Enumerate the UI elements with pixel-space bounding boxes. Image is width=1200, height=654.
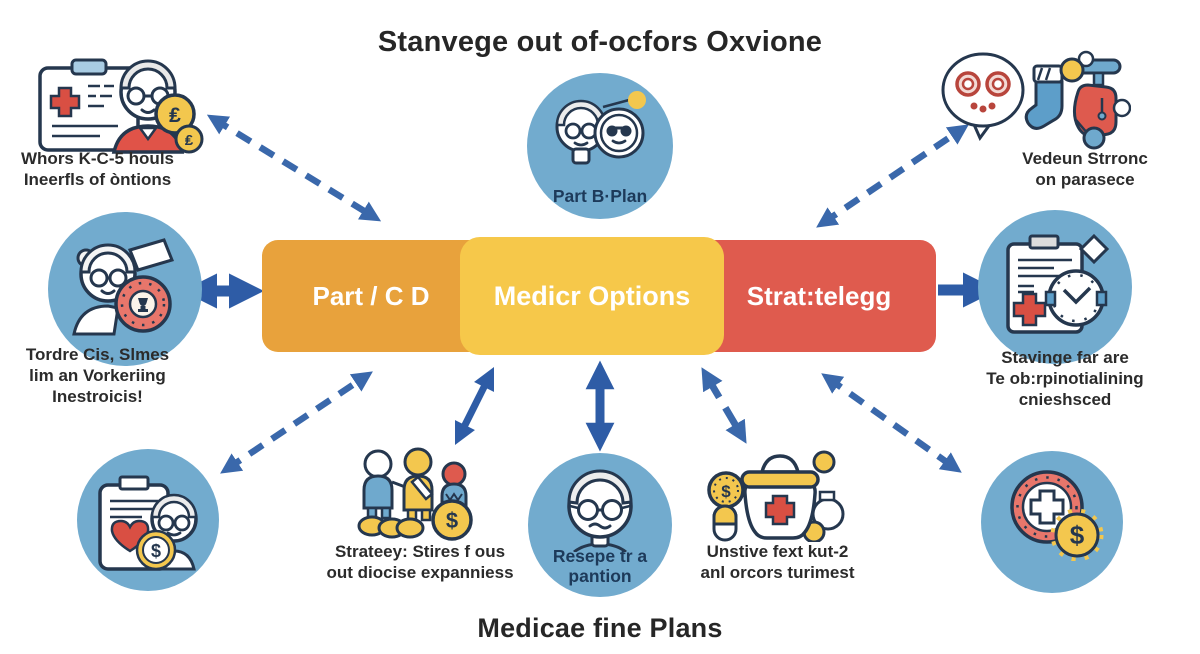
coin-glyph: $ xyxy=(1070,520,1085,550)
footer-title: Medicae fine Plans xyxy=(477,613,723,643)
page-title: Stanvege out of-ocfors Oxvione xyxy=(377,26,823,58)
circle-label-resepe: Resepe tr a pantion xyxy=(552,545,648,587)
node-label-bottom-mid-left: Strateey: Stires f ous out diocise expan… xyxy=(326,542,514,583)
clipboard-clock-icon xyxy=(1006,233,1110,334)
node-circle-bottom-right: $ xyxy=(981,451,1123,593)
family-coins-icon: $ xyxy=(357,447,473,541)
coin-glyph: ₤ xyxy=(169,104,181,127)
node-circle-part-b-plan: Part B·Plan xyxy=(527,73,673,219)
central-plan-bar: Strat:telegg Part / C D Medicr Options xyxy=(262,237,936,355)
coin-glyph: $ xyxy=(446,508,458,533)
arrow-bar-top-left xyxy=(206,114,382,222)
node-circle-bottom-left: $ xyxy=(77,449,219,591)
grandma-badge-icon xyxy=(72,238,175,336)
arrow-bar-medbag xyxy=(701,367,747,444)
medical-badge-dollar-icon: $ xyxy=(1010,470,1104,561)
node-circle-mid-left xyxy=(48,212,202,366)
bar-segment-label: Medicr Options xyxy=(493,280,691,311)
coin-glyph: $ xyxy=(151,541,161,561)
coin-glyph: $ xyxy=(721,482,731,501)
medical-bag-pills-icon: $ xyxy=(707,450,845,542)
arrow-bar-people xyxy=(454,366,495,446)
bar-segment-strattelegg: Strat:telegg xyxy=(702,240,936,352)
senior-man-face-icon xyxy=(567,469,633,552)
doctor-clipboard-coins-icon: ₤ ₤ xyxy=(38,58,204,154)
bar-segment-label: Strat:telegg xyxy=(746,280,892,311)
bar-segment-medicr-options: Medicr Options xyxy=(460,237,724,355)
arrow-bar-bottom-left xyxy=(220,371,373,474)
node-label-bottom-mid-right: Unstive fext kut-2 anl orcors turimest xyxy=(700,542,855,583)
node-label-mid-right: Stavinge far are Te ob:rpinotialining cn… xyxy=(986,348,1144,410)
node-circle-mid-right xyxy=(978,210,1132,364)
circle-label-part-b-plan: Part B·Plan xyxy=(552,186,648,207)
speech-bubble-sock-scooter-icon xyxy=(941,50,1131,150)
node-label-top-right: Vedeun Strronc on parasece xyxy=(1022,149,1148,190)
bar-segment-label: Part / C D xyxy=(312,280,430,311)
node-circle-resepe: Resepe tr a pantion xyxy=(528,453,672,597)
clipboard-heart-coin-icon: $ xyxy=(98,475,198,571)
node-label-mid-left: Tordre Cis, Slmes lim an Vorkeriing Ines… xyxy=(25,345,170,407)
senior-couple-faces-icon xyxy=(555,91,646,165)
node-label-top-left: Whors K-C-5 houls Ineerfls of òntions xyxy=(21,149,174,190)
coin-glyph: ₤ xyxy=(185,132,194,149)
bar-segment-part-cd: Part / C D xyxy=(262,240,480,352)
